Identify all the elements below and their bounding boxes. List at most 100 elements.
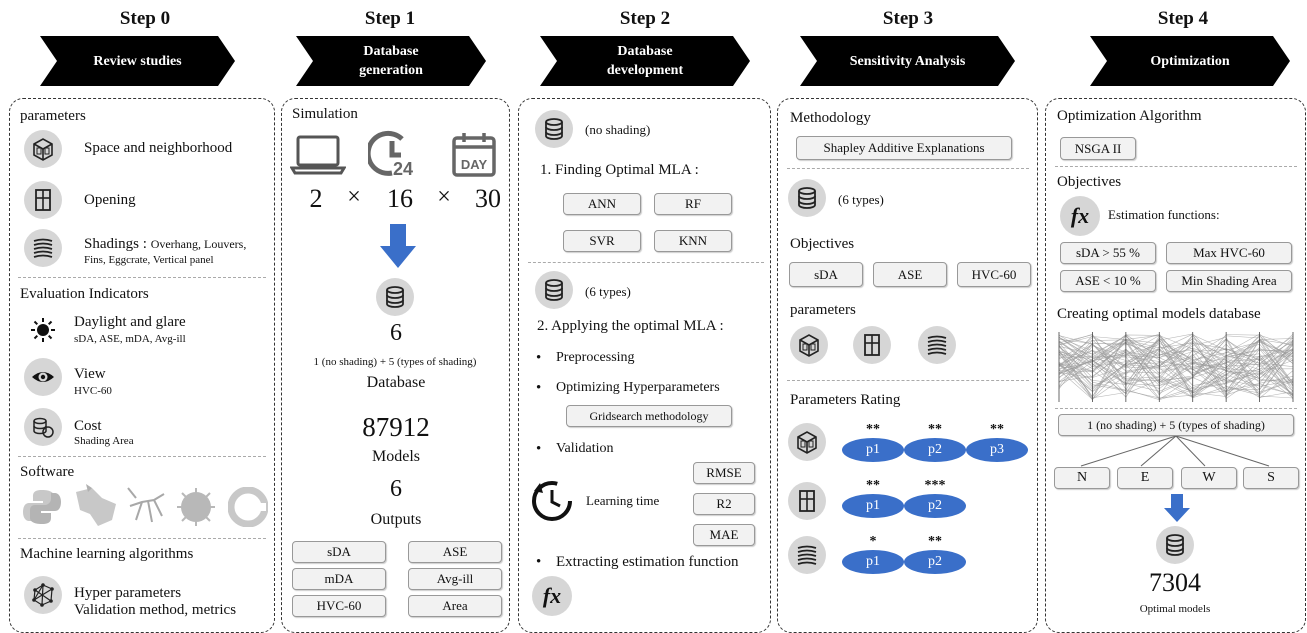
objective-sda: sDA > 55 % [1060,242,1156,264]
divider [528,262,764,263]
param-oval: p2 [904,438,966,462]
gridsearch-method: Gridsearch methodology [566,405,732,427]
bullet: • [536,380,542,396]
grasshopper-icon [124,486,170,533]
ladybug-icon [176,487,216,532]
tree-connectors [1055,435,1297,473]
divider [18,277,266,278]
six-types-label: (6 types) [838,192,884,207]
six-types-label: (6 types) [585,284,631,299]
rating-stars: ** [866,478,880,493]
finding-mla-heading: 1. Finding Optimal MLA : [540,162,699,178]
rhino-icon [72,484,120,533]
output-ase: ASE [408,541,502,563]
extracting-label: Extracting estimation function [556,554,739,570]
param-oval: p3 [966,438,1028,462]
output-hvc60: HVC-60 [292,595,386,617]
step2-banner: Database development [540,36,750,86]
param-oval: p2 [904,494,966,518]
louver-shading-icon [918,326,956,364]
mla-ann: ANN [563,193,641,215]
database-icon [1156,526,1194,564]
multiplier-days: 30 [475,184,501,213]
outputs-label: Outputs [370,511,422,528]
simulation-heading: Simulation [292,106,358,122]
metric-rmse: RMSE [693,462,755,484]
objective-ase: ASE < 10 % [1060,270,1156,292]
cost-label: Cost [74,418,102,434]
down-arrow-icon [1164,494,1190,527]
param-oval: p1 [842,438,904,462]
algorithm-heading: Optimization Algorithm [1057,108,1202,124]
no-shading-label: (no shading) [585,122,651,137]
room-cube-icon [24,130,62,168]
down-arrow-icon [380,224,416,273]
rating-stars: ** [928,534,942,549]
cost-sub: Shading Area [74,435,134,447]
louver-shading-icon [24,229,62,267]
room-cube-icon [790,326,828,364]
step4-title: Step 4 [1157,8,1209,29]
divider [18,456,266,457]
bullet: • [536,350,542,366]
optimal-label: Optimal models [1139,603,1211,615]
sun-icon [24,311,62,349]
laptop-icon [289,134,347,181]
objectives-heading: Objectives [1057,174,1122,190]
fx-function-icon: fx [532,576,572,616]
orientation-e: E [1117,467,1173,489]
rating-stars: *** [924,478,946,493]
daylight-label: Daylight and glare [74,314,186,330]
step3-banner: Sensitivity Analysis [800,36,1015,86]
evaluation-heading: Evaluation Indicators [20,286,149,302]
window-icon [853,326,891,364]
view-sub: HVC-60 [74,385,112,397]
parameters-heading: parameters [790,302,856,318]
step0-banner: Review studies [40,36,235,86]
metric-r2: R2 [693,493,755,515]
preprocessing-label: Preprocessing [556,350,635,365]
rating-stars: ** [928,422,942,437]
output-mda: mDA [292,568,386,590]
rating-stars: ** [990,422,1004,437]
objective-sda: sDA [789,262,863,287]
opening-label: Opening [84,192,136,208]
step0-title: Step 0 [119,8,171,29]
louver-shading-icon [788,536,826,574]
database-icon [535,271,573,309]
step1-title: Step 1 [364,8,416,29]
daylight-sub: sDA, ASE, mDA, Avg-ill [74,333,186,345]
optimizing-label: Optimizing Hyperparameters [556,380,720,395]
window-icon [24,181,62,219]
mla-rf: RF [654,193,732,215]
step3-title: Step 3 [882,8,934,29]
parameters-rating-heading: Parameters Rating [790,392,901,408]
models-label: Models [372,448,420,465]
param-oval: p1 [842,494,904,518]
output-avg-ill: Avg-ill [408,568,502,590]
svg-text:24: 24 [393,159,413,179]
output-sda: sDA [292,541,386,563]
database-icon [376,278,414,316]
window-icon [788,482,826,520]
metric-mae: MAE [693,524,755,546]
clock-24-icon: 24 [365,129,420,184]
database-icon [788,179,826,217]
python-icon [22,488,62,531]
validation-label: Validation [556,441,614,456]
optimal-count: 7304 [1149,568,1201,597]
bullet: • [536,441,542,457]
divider [787,168,1029,169]
objective-hvc60: HVC-60 [957,262,1031,287]
svg-text:DAY: DAY [461,157,488,172]
applying-mla-heading: 2. Applying the optimal MLA : [537,318,724,334]
database-description: 1 (no shading) + 5 (types of shading) [313,356,477,368]
learning-time-label: Learning time [586,493,660,508]
nsga-ii: NSGA II [1060,137,1136,160]
objective-ase: ASE [873,262,947,287]
eye-icon [24,358,62,396]
view-label: View [74,366,106,382]
rating-stars: * [869,534,877,549]
bullet: • [536,554,542,570]
database-description: 1 (no shading) + 5 (types of shading) [1058,414,1294,436]
